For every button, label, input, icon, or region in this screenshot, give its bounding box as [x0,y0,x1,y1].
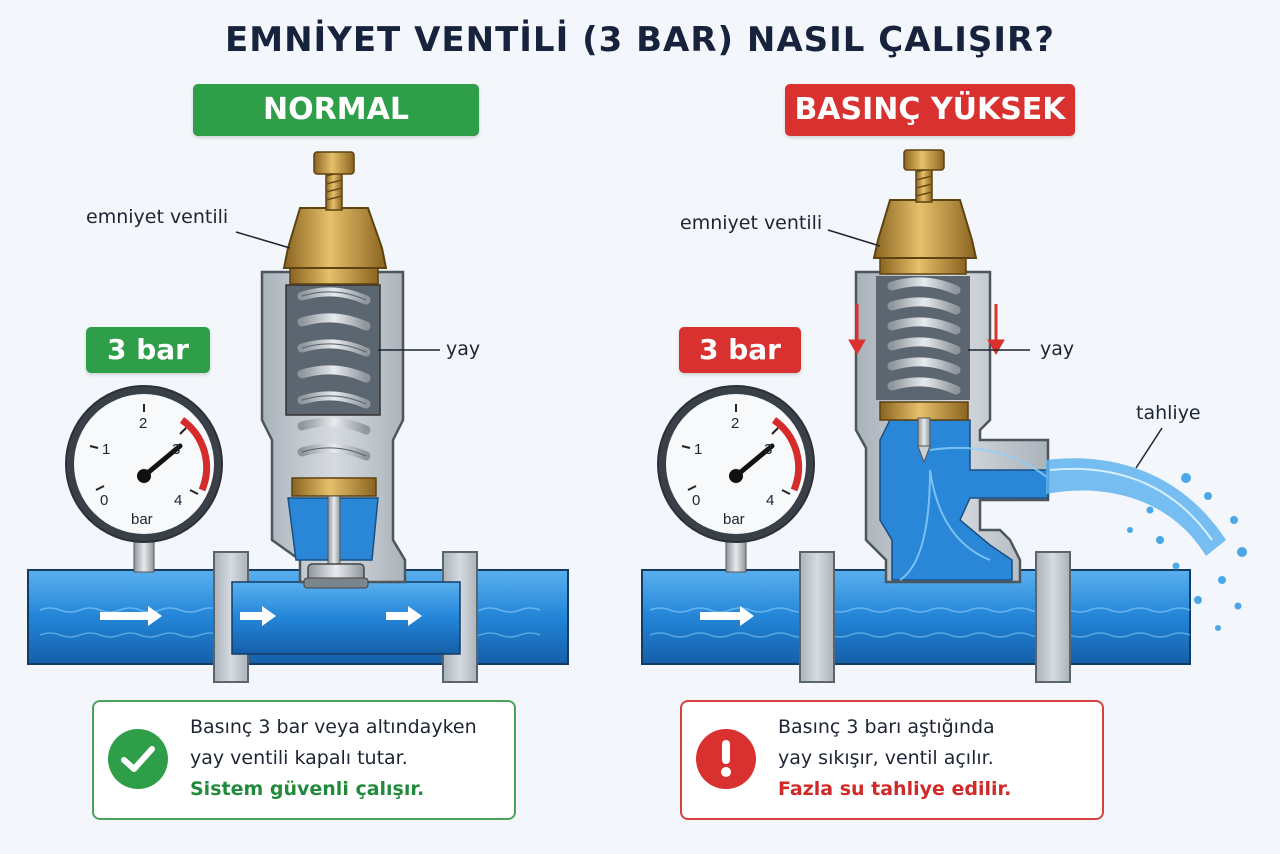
normal-info-line-3: Sistem güvenli çalışır. [190,778,425,800]
pressure-badge-normal: 3 bar [86,327,210,373]
spring-label-high: yay [1040,338,1075,360]
normal-info-line-2: yay ventili kapalı tutar. [190,747,408,769]
normal-info-line-1: Basınç 3 bar veya altındayken [190,716,477,738]
gauge-unit: bar [723,511,745,528]
valve-label-high: emniyet ventili [680,212,823,234]
flow-arrow-icon [100,606,754,626]
gauge-tick-0: 0 [692,492,700,509]
high-info-box: Basınç 3 barı aştığında yay sıkışır, ven… [680,700,1104,820]
normal-pressure-gauge [65,385,223,573]
gauge-tick-3: 3 [764,441,772,458]
gauge-unit: bar [131,511,153,528]
gauge-tick-1: 1 [694,441,702,458]
discharge-water-spray [1046,458,1247,631]
gauge-tick-4: 4 [766,492,774,509]
high-valve-stem [917,417,931,464]
gauge-tick-0: 0 [100,492,108,509]
normal-brass-cap [282,151,388,269]
normal-leader-lines [235,231,440,351]
high-leader-lines [827,229,1163,469]
normal-valve-stem [303,495,369,589]
gauge-tick-2: 2 [139,415,147,432]
high-info-line-1: Basınç 3 barı aştığında [778,716,995,738]
normal-pipe-fittings [213,551,478,683]
high-spring-icon [876,255,970,421]
gauge-tick-3: 3 [172,441,180,458]
high-pressure-badge: BASINÇ YÜKSEK [785,84,1075,136]
valve-label-normal: emniyet ventili [86,206,229,228]
high-pressure-gauge [657,385,815,573]
discharge-label: tahliye [1136,402,1201,424]
high-brass-cap [872,149,978,259]
spring-label-normal: yay [446,338,481,360]
normal-state-badge: NORMAL [193,84,479,136]
exclamation-icon [696,729,756,789]
pressure-badge-high: 3 bar [679,327,801,373]
normal-info-box: Basınç 3 bar veya altındayken yay ventil… [92,700,516,820]
high-info-line-2: yay sıkışır, ventil açılır. [778,747,994,769]
normal-spring-icon [289,265,379,497]
gauge-tick-4: 4 [174,492,182,509]
compression-arrow-icon [848,304,1005,356]
page-title: EMNİYET VENTİLİ (3 BAR) NASIL ÇALIŞIR? [225,20,1055,60]
check-icon [108,729,168,789]
gauge-tick-2: 2 [731,415,739,432]
high-pipe-fittings [799,551,1071,683]
high-info-line-3: Fazla su tahliye edilir. [778,778,1012,800]
gauge-tick-1: 1 [102,441,110,458]
